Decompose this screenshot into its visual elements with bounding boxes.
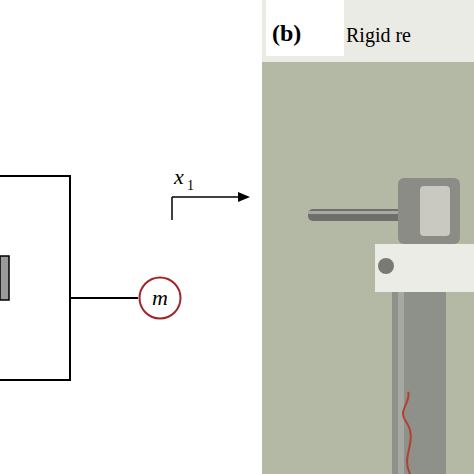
housing-frame <box>0 176 70 380</box>
mass-circle: m <box>138 276 182 320</box>
photo-top-band <box>262 0 474 62</box>
red-wire <box>403 392 411 474</box>
photo-caption: Rigid re <box>346 24 411 47</box>
inner-block <box>0 256 9 300</box>
mass-label: m <box>138 276 182 320</box>
clamp-plate <box>420 186 450 236</box>
rod-highlight <box>308 211 404 214</box>
white-block <box>375 244 474 292</box>
knob <box>378 258 394 274</box>
arrow-head <box>238 192 250 202</box>
displacement-arrow <box>172 196 240 198</box>
variable-symbol: x <box>174 164 184 190</box>
rigid-rod <box>308 209 404 221</box>
photo-background <box>262 0 474 474</box>
subscript: 1 <box>187 178 194 194</box>
panel-tag-bg <box>266 0 344 56</box>
beam-strip <box>392 292 446 474</box>
connecting-rod <box>70 297 138 299</box>
beam-edge <box>398 292 404 474</box>
reference-tick <box>171 197 173 220</box>
panel-tag: (b) <box>272 20 301 47</box>
clamp <box>398 178 460 244</box>
